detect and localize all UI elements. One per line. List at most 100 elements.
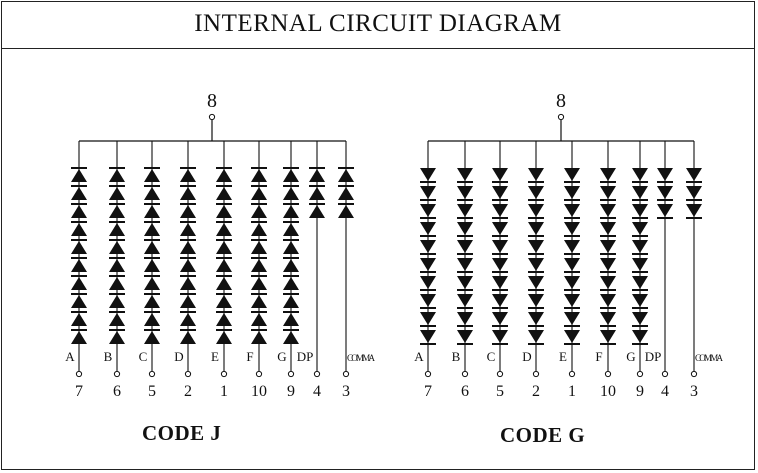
led-diode-icon: [564, 294, 580, 307]
led-diode-icon: [71, 169, 87, 182]
pin-number: 3: [690, 383, 698, 400]
led-diode-icon: [492, 168, 508, 181]
led-diode-icon: [283, 187, 299, 200]
led-diode-icon: [109, 169, 125, 182]
led-diode-icon: [564, 204, 580, 217]
led-diode-icon: [632, 312, 648, 325]
segment-label: DP: [297, 349, 314, 364]
led-diode-icon: [309, 205, 325, 218]
segment-label: A: [414, 349, 424, 364]
led-diode-icon: [632, 276, 648, 289]
segment-pin-terminal: [75, 370, 83, 378]
segment-label: D: [522, 349, 531, 364]
segment-pin-terminal: [184, 370, 192, 378]
led-diode-icon: [420, 312, 436, 325]
led-diode-icon: [492, 258, 508, 271]
led-diode-icon: [109, 259, 125, 272]
led-diode-icon: [109, 313, 125, 326]
led-diode-icon: [251, 205, 267, 218]
led-diode-icon: [144, 241, 160, 254]
led-diode-icon: [71, 295, 87, 308]
led-diode-icon: [216, 223, 232, 236]
led-diode-icon: [600, 168, 616, 181]
code-j-label: CODE J: [142, 421, 222, 445]
led-diode-icon: [251, 169, 267, 182]
segment-label: E: [559, 349, 567, 364]
led-diode-icon: [632, 204, 648, 217]
segment-label: F: [595, 349, 602, 364]
segment-pin-terminal: [636, 370, 644, 378]
led-diode-icon: [338, 187, 354, 200]
led-diode-icon: [492, 204, 508, 217]
led-diode-icon: [283, 313, 299, 326]
led-diode-icon: [71, 331, 87, 344]
segment-label: A: [65, 349, 75, 364]
led-diode-icon: [457, 168, 473, 181]
led-diode-icon: [420, 258, 436, 271]
led-diode-icon: [71, 277, 87, 290]
led-diode-icon: [632, 222, 648, 235]
segment-pin-terminal: [661, 370, 669, 378]
led-diode-icon: [564, 312, 580, 325]
led-diode-icon: [251, 223, 267, 236]
led-diode-icon: [283, 295, 299, 308]
segment-label: G: [277, 349, 286, 364]
led-diode-icon: [144, 259, 160, 272]
led-diode-icon: [632, 168, 648, 181]
led-diode-icon: [420, 168, 436, 181]
led-diode-icon: [251, 277, 267, 290]
led-diode-icon: [251, 187, 267, 200]
pin-number: 9: [287, 383, 295, 400]
led-diode-icon: [71, 313, 87, 326]
led-diode-icon: [71, 259, 87, 272]
pin-number: 2: [184, 383, 192, 400]
led-diode-icon: [180, 295, 196, 308]
led-diode-icon: [180, 241, 196, 254]
led-diode-icon: [457, 312, 473, 325]
common-pin-terminal: [557, 113, 565, 121]
segment-label: D: [174, 349, 183, 364]
led-diode-icon: [144, 223, 160, 236]
segment-pin-terminal: [255, 370, 263, 378]
led-diode-icon: [600, 276, 616, 289]
led-diode-icon: [528, 186, 544, 199]
pin-number: 1: [220, 383, 228, 400]
segment-pin-terminal: [424, 370, 432, 378]
led-diode-icon: [71, 187, 87, 200]
led-diode-icon: [492, 294, 508, 307]
led-diode-icon: [144, 205, 160, 218]
led-diode-icon: [657, 204, 673, 217]
led-diode-icon: [657, 186, 673, 199]
led-diode-icon: [144, 313, 160, 326]
led-diode-icon: [632, 258, 648, 271]
led-diode-icon: [180, 205, 196, 218]
led-diode-icon: [283, 277, 299, 290]
led-diode-icon: [492, 312, 508, 325]
led-diode-icon: [528, 204, 544, 217]
code-g-label: CODE G: [500, 423, 586, 447]
led-diode-icon: [283, 205, 299, 218]
led-diode-icon: [71, 223, 87, 236]
segment-pin-terminal: [113, 370, 121, 378]
led-diode-icon: [564, 258, 580, 271]
led-diode-icon: [251, 313, 267, 326]
led-diode-icon: [528, 312, 544, 325]
segment-pin-terminal: [568, 370, 576, 378]
led-diode-icon: [216, 205, 232, 218]
led-diode-icon: [144, 169, 160, 182]
pin-number: 7: [424, 383, 432, 400]
led-diode-icon: [71, 241, 87, 254]
pin-number: 5: [148, 383, 156, 400]
led-diode-icon: [420, 240, 436, 253]
pin-number: 10: [251, 383, 267, 400]
led-diode-icon: [457, 186, 473, 199]
led-diode-icon: [109, 295, 125, 308]
led-diode-icon: [251, 241, 267, 254]
led-diode-icon: [309, 187, 325, 200]
led-diode-icon: [180, 277, 196, 290]
led-diode-icon: [564, 222, 580, 235]
led-diode-icon: [600, 240, 616, 253]
segment-pin-terminal: [342, 370, 350, 378]
